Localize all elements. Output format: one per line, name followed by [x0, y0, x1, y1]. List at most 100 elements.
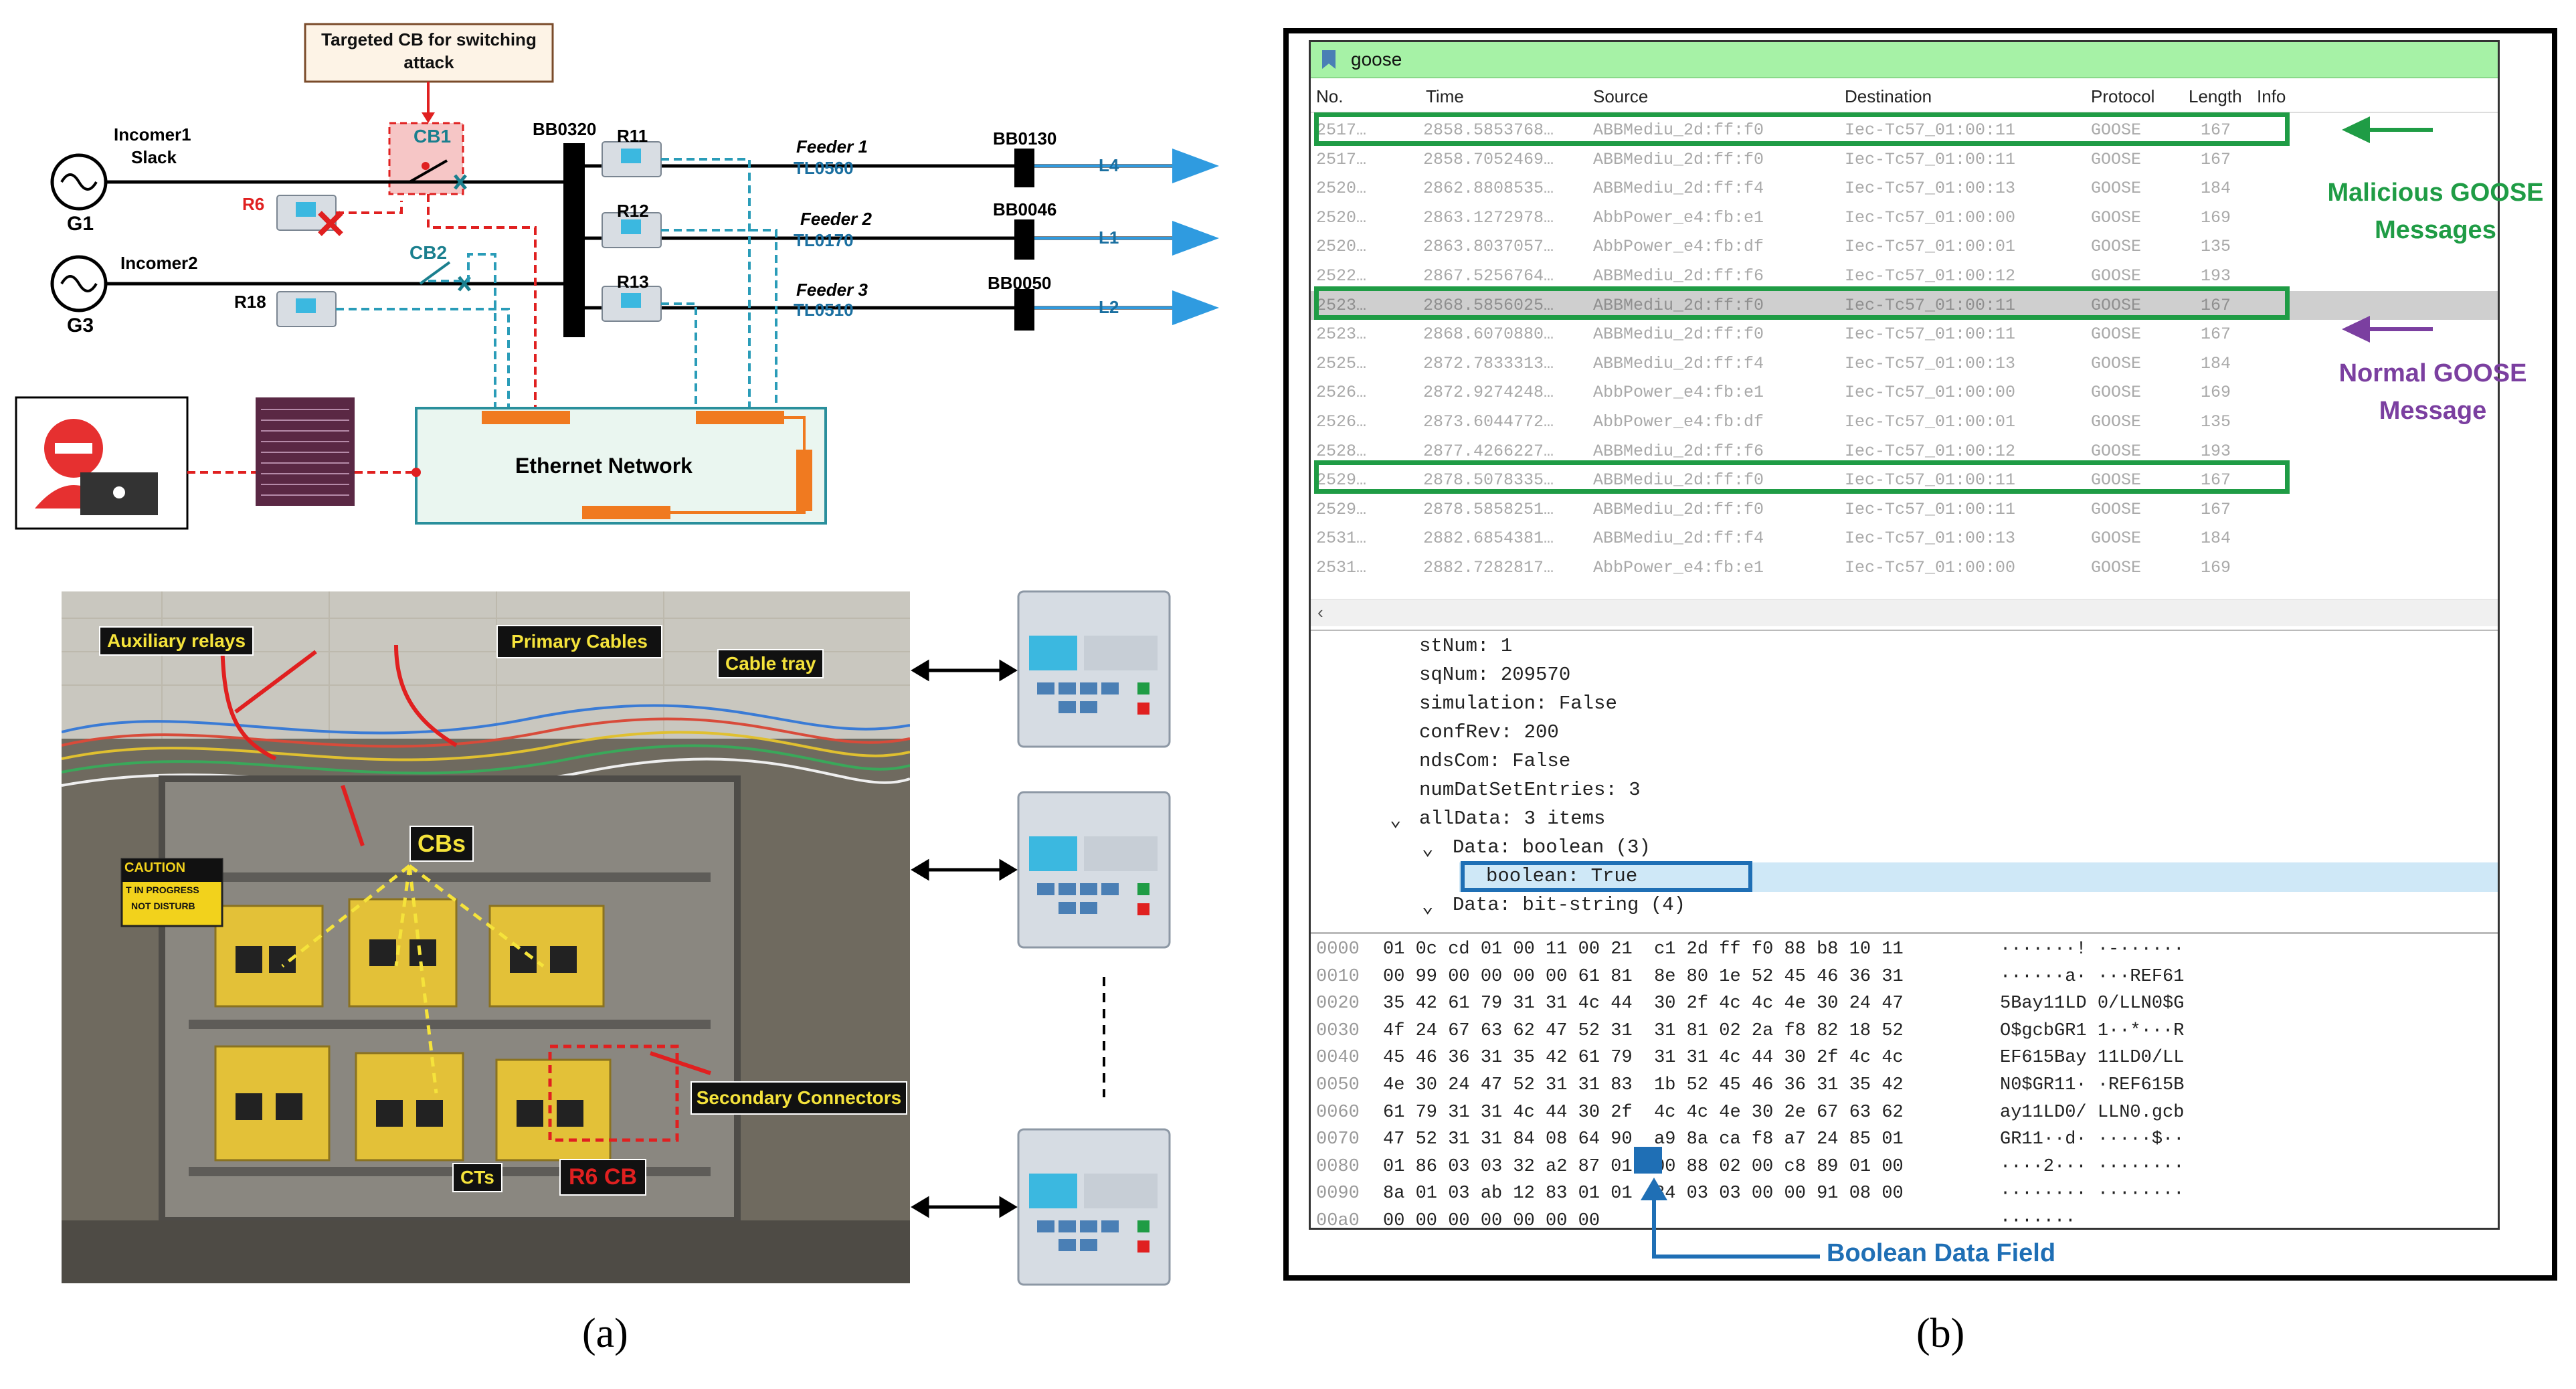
label-tl0170: TL0170 [794, 230, 854, 250]
byte-hex[interactable]: 01 0c cd 01 00 11 00 21 c1 2d ff f0 88 b… [1383, 939, 1904, 959]
label-l2: L2 [1099, 297, 1119, 317]
label-cable-tray: Cable tray [717, 649, 824, 678]
packet-cell-time: 2877.4266227… [1423, 441, 1554, 461]
byte-hex[interactable]: 35 42 61 79 31 31 4c 44 30 2f 4c 4c 4e 3… [1383, 994, 1904, 1014]
byte-hex[interactable]: 00 00 00 00 00 00 00 [1383, 1211, 1600, 1230]
label-r6: R6 [242, 194, 265, 214]
col-destination[interactable]: Destination [1845, 86, 1932, 106]
detail-confrev[interactable]: confRev: 200 [1419, 721, 1559, 743]
byte-ascii[interactable]: N0$GR11· ·REF615B [2000, 1075, 2185, 1095]
detail-boolean-true[interactable]: boolean: True [1486, 865, 1638, 887]
bookmark-icon[interactable] [1320, 49, 1338, 70]
detail-ndscom[interactable]: ndsCom: False [1419, 750, 1571, 772]
packet-cell-proto: GOOSE [2091, 120, 2142, 140]
byte-ascii[interactable]: GR11··d· ·····$·· [2000, 1129, 2185, 1150]
packet-cell-len: 169 [2201, 207, 2231, 227]
label-secondary-connectors: Secondary Connectors [691, 1081, 907, 1115]
label-r11: R11 [617, 126, 648, 146]
packet-cell-no: 2525… [1316, 353, 1367, 373]
byte-hex[interactable]: 4e 30 24 47 52 31 31 83 1b 52 45 46 36 3… [1383, 1075, 1904, 1095]
malicious-label: Malicious GOOSE Messages [2327, 179, 2544, 244]
boolean-field-arrow [1641, 1178, 1820, 1259]
detail-simulation[interactable]: simulation: False [1419, 692, 1617, 715]
label-incomer2: Incomer2 [120, 253, 198, 273]
packet-cell-no: 2526… [1316, 412, 1367, 432]
byte-hex[interactable]: 61 79 31 31 4c 44 30 2f 4c 4c 4e 30 2e 6… [1383, 1102, 1904, 1123]
selected-detail-row [1459, 862, 2498, 892]
byte-ascii[interactable]: ····2··· ········ [2000, 1156, 2185, 1177]
packet-cell-len: 135 [2201, 237, 2231, 257]
packet-cell-src: ABBMediu_2d:ff:f0 [1593, 149, 1764, 169]
packet-cell-proto: GOOSE [2091, 207, 2142, 227]
filter-text[interactable]: goose [1351, 49, 1402, 70]
packet-cell-dst: Iec-Tc57_01:00:12 [1845, 441, 2016, 461]
caution-text-1: CAUTION [124, 860, 186, 875]
byte-ascii[interactable]: ········ ········ [2000, 1184, 2185, 1204]
col-no[interactable]: No. [1316, 86, 1344, 106]
byte-ascii[interactable]: O$gcbGR1 1··*···R [2000, 1020, 2185, 1041]
byte-hex[interactable]: 01 86 03 03 32 a2 87 01 00 88 02 00 c8 8… [1383, 1156, 1904, 1177]
packet-cell-src: ABBMediu_2d:ff:f0 [1593, 120, 1764, 140]
label-cbs: CBs [409, 826, 474, 862]
packet-cell-no: 2523… [1316, 295, 1367, 315]
packet-cell-src: AbbPower_e4:fb:e1 [1593, 207, 1764, 227]
single-line-diagram [15, 23, 1219, 530]
byte-hex[interactable]: 00 99 00 00 00 00 61 81 8e 80 1e 52 45 4… [1383, 966, 1904, 987]
malicious-box-3 [1314, 460, 2290, 494]
byte-offset: 00a0 [1316, 1211, 1360, 1230]
col-source[interactable]: Source [1593, 86, 1649, 106]
col-info[interactable]: Info [2257, 86, 2286, 106]
byte-offset: 0050 [1316, 1075, 1360, 1095]
detail-data-boolean[interactable]: Data: boolean (3) [1453, 836, 1651, 858]
byte-hex[interactable]: 47 52 31 31 84 08 64 90 a9 8a ca f8 a7 2… [1383, 1129, 1904, 1150]
detail-sqnum[interactable]: sqNum: 209570 [1419, 664, 1571, 686]
byte-ascii[interactable]: ·······! ·-······ [2000, 939, 2185, 959]
byte-ascii[interactable]: ay11LD0/ LLN0.gcb [2000, 1102, 2185, 1123]
packet-cell-len: 169 [2201, 383, 2231, 403]
horizontal-scrollbar[interactable]: ‹ [1311, 599, 2498, 626]
byte-hex[interactable]: 4f 24 67 63 62 47 52 31 31 81 02 2a f8 8… [1383, 1020, 1904, 1041]
boolean-highlight-box [1461, 861, 1752, 892]
byte-ascii[interactable]: ······a· ···REF61 [2000, 966, 2185, 987]
byte-ascii[interactable]: EF615Bay 11LD0/LL [2000, 1048, 2185, 1069]
label-r18: R18 [234, 292, 266, 312]
detail-alldata[interactable]: allData: 3 items [1419, 808, 1606, 830]
label-slack: Slack [131, 147, 177, 167]
label-g3: G3 [67, 314, 94, 337]
detail-data-bitstring[interactable]: Data: bit-string (4) [1453, 894, 1686, 916]
packet-cell-no: 2522… [1316, 266, 1367, 286]
col-protocol[interactable]: Protocol [2091, 86, 2155, 106]
packet-cell-time: 2867.5256764… [1423, 266, 1554, 286]
scroll-left-icon[interactable]: ‹ [1317, 602, 1323, 622]
relay-device-column [911, 590, 1171, 1286]
chevron-down-icon[interactable]: ⌄ [1422, 838, 1434, 860]
byte-ascii[interactable]: 5Bay11LD 0/LLN0$G [2000, 994, 2185, 1014]
detail-numdatsetentries[interactable]: numDatSetEntries: 3 [1419, 779, 1641, 801]
display-filter-bar[interactable]: goose [1311, 42, 2498, 78]
byte-ascii[interactable]: ······· [2000, 1211, 2076, 1230]
detail-stnum[interactable]: stNum: 1 [1419, 635, 1513, 657]
chevron-down-icon[interactable]: ⌄ [1422, 896, 1434, 918]
col-length[interactable]: Length [2189, 86, 2242, 106]
byte-hex[interactable]: 8a 01 03 ab 12 83 01 01 84 03 03 00 00 9… [1383, 1184, 1904, 1204]
byte-hex[interactable]: 45 46 36 31 35 42 61 79 31 31 4c 44 30 2… [1383, 1048, 1904, 1069]
chevron-down-icon[interactable]: ⌄ [1390, 810, 1402, 832]
packet-cell-no: 2517… [1316, 149, 1367, 169]
col-time[interactable]: Time [1426, 86, 1464, 106]
